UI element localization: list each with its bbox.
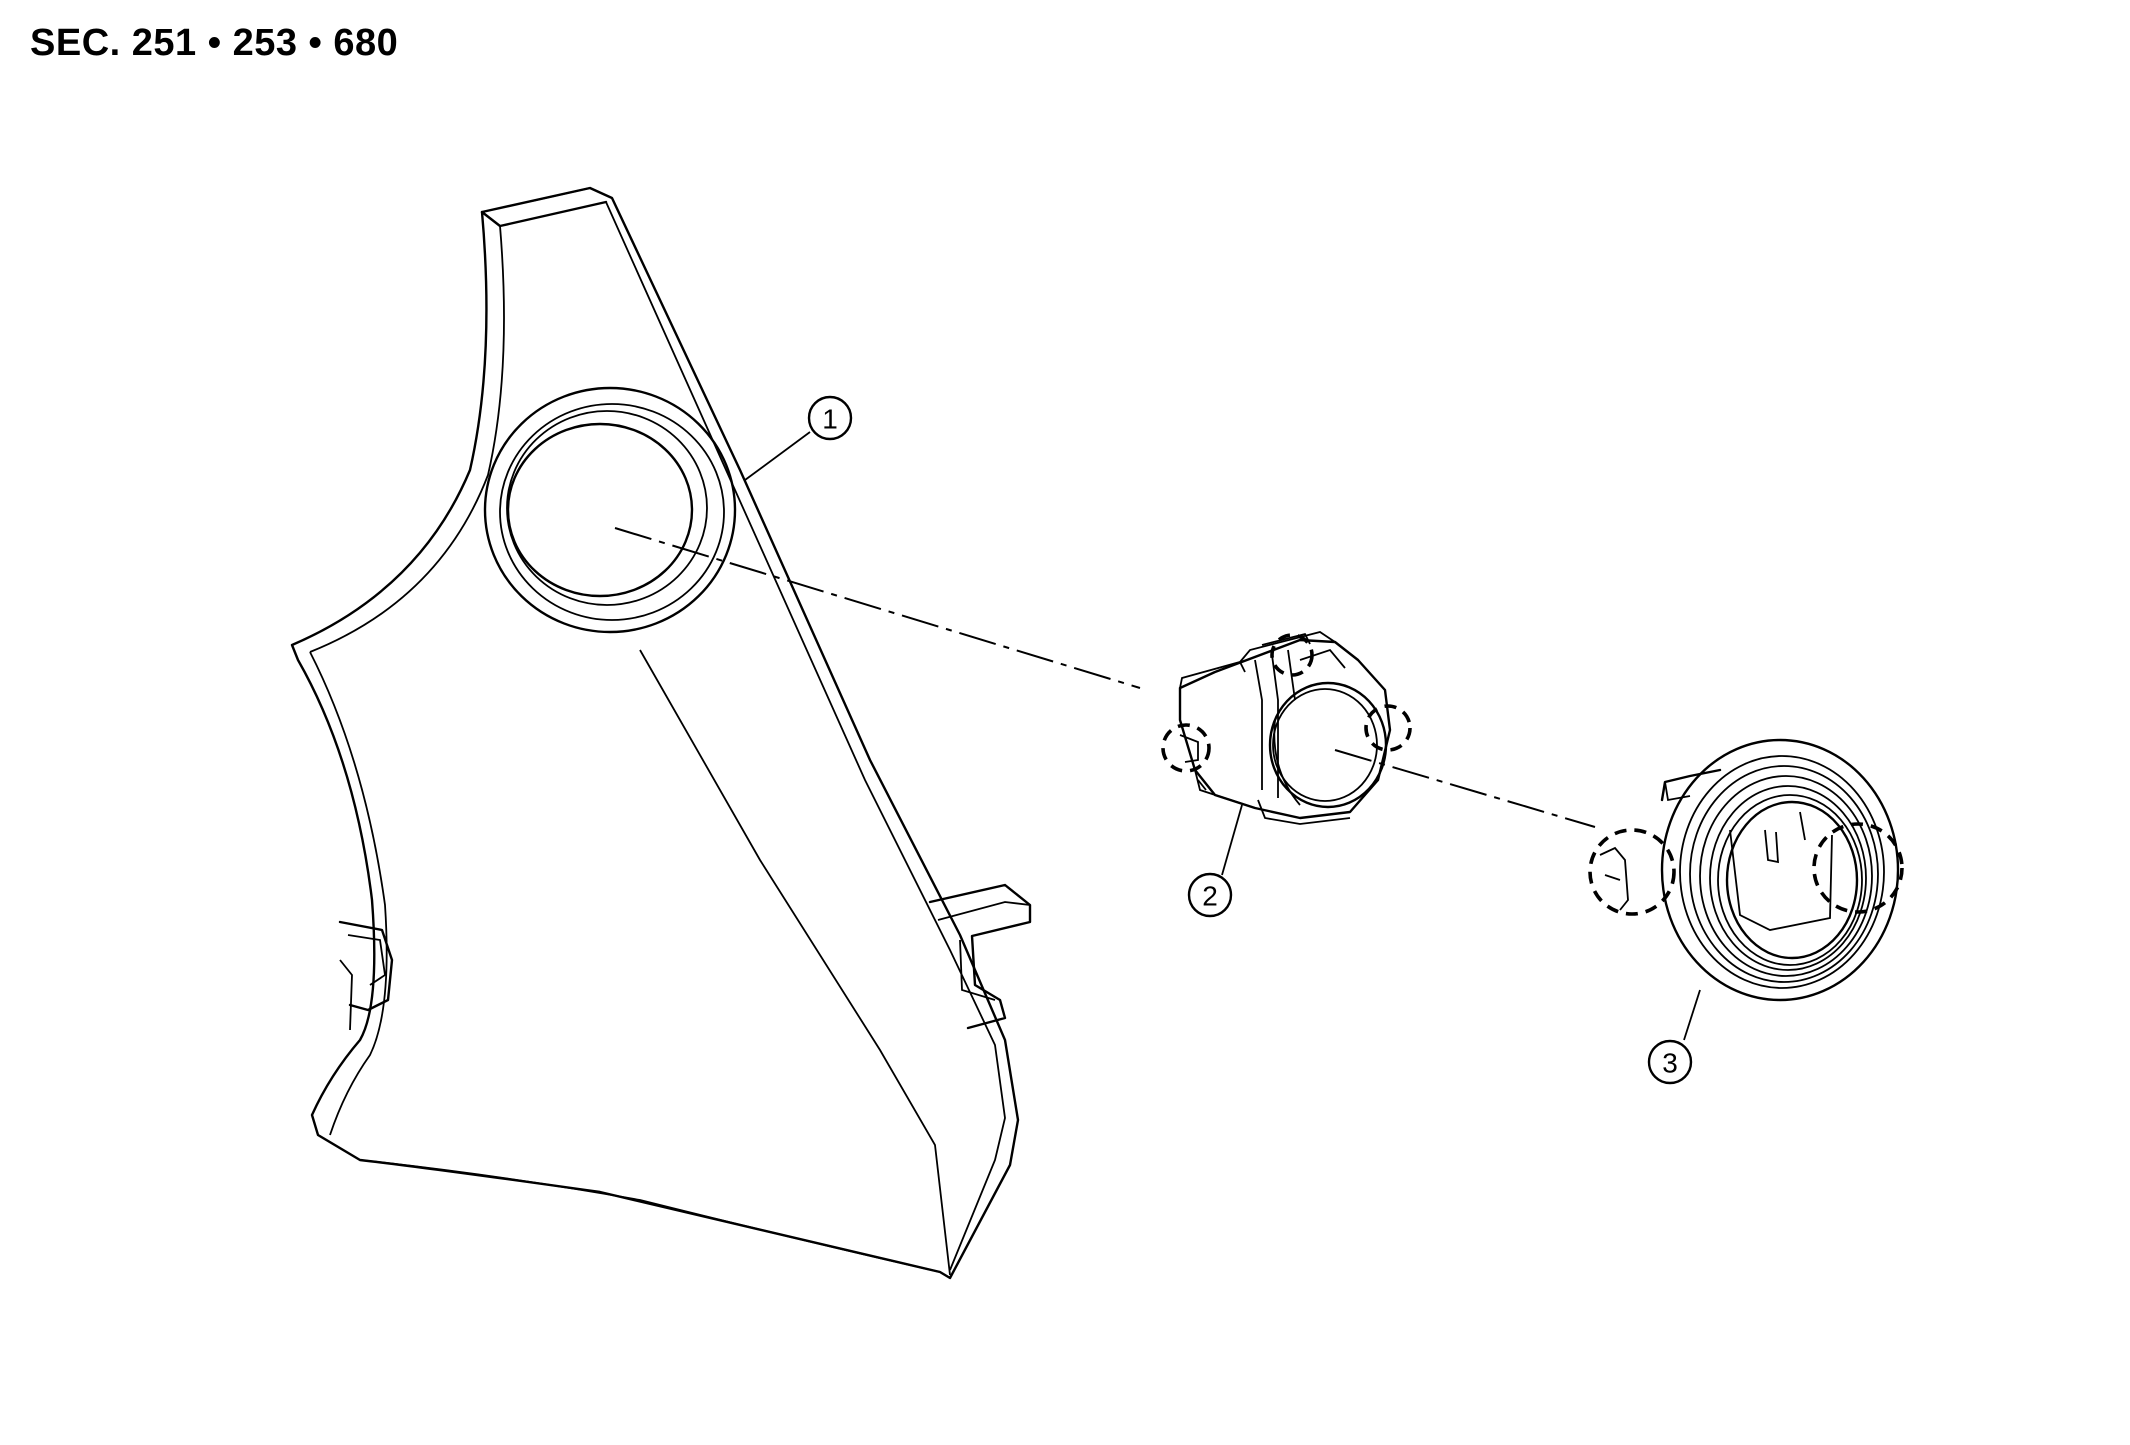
bezel-ring <box>1588 738 1904 1002</box>
section-label: SEC. 251 • 253 • 680 <box>30 22 399 64</box>
callout-3: 3 <box>1647 1039 1693 1085</box>
leader-line-1 <box>744 431 811 481</box>
leader-line-2 <box>1221 804 1243 876</box>
alignment-centerline-1 <box>614 527 1141 689</box>
callout-1: 1 <box>807 395 853 441</box>
finisher-panel <box>290 186 1032 1280</box>
leader-line-3 <box>1683 989 1701 1041</box>
callout-3-number: 3 <box>1662 1048 1678 1079</box>
switch-assembly <box>1161 631 1412 825</box>
callout-1-number: 1 <box>822 404 838 435</box>
callout-2-number: 2 <box>1202 881 1218 912</box>
alignment-centerline-2 <box>1334 749 1596 828</box>
callout-2: 2 <box>1187 872 1233 918</box>
